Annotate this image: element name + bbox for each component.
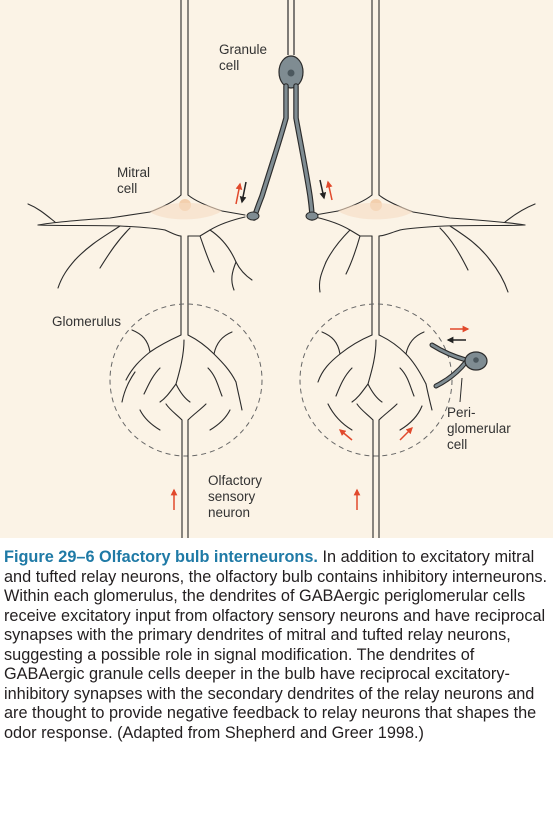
right-mitral-cell	[314, 0, 536, 336]
caption-body: In addition to excitatory mitral and tuf…	[4, 548, 548, 742]
signal-arrows	[170, 179, 470, 510]
olfactory-label-line2: sensory	[208, 489, 256, 504]
periglomerular-label-line1: Peri-	[447, 405, 476, 420]
figure-panel: Granule cell Mitral cell Glomerulus Olfa…	[0, 0, 553, 538]
mitral-cell-label-line2: cell	[117, 181, 138, 196]
olfactory-bulb-diagram	[27, 0, 536, 538]
left-glomerulus-tuft	[121, 329, 243, 441]
figure-title: Olfactory bulb interneurons.	[99, 548, 318, 566]
right-mitral-soma	[338, 202, 413, 220]
right-glomerulus-outline	[299, 303, 453, 457]
figure-caption: Figure 29–6 Olfactory bulb interneurons.…	[4, 548, 550, 743]
granule-cell	[246, 0, 319, 221]
arrow-up-left-granule	[235, 182, 243, 205]
right-glomerulus-tuft	[317, 331, 433, 441]
arrow-down-left-granule	[239, 181, 247, 204]
left-mitral-soma	[150, 202, 222, 220]
left-mitral-cell	[27, 0, 253, 336]
arrow-right-glom-right	[399, 427, 413, 441]
granule-cell-label: Granule cell	[219, 42, 267, 74]
mitral-cell-label-line1: Mitral	[117, 165, 150, 180]
granule-cell-label-line2: cell	[219, 58, 240, 73]
arrow-right-glom-left	[338, 429, 353, 441]
figure-number: Figure 29–6	[4, 548, 95, 566]
left-olfactory-axon	[181, 440, 189, 538]
periglomerular-label-line2: glomerular	[447, 421, 511, 436]
right-olfactory-axon	[372, 440, 380, 538]
olfactory-sensory-neuron-label: Olfactory sensory neuron	[208, 473, 262, 521]
olfactory-label-line1: Olfactory	[208, 473, 263, 488]
arrow-down-right-granule	[319, 179, 327, 200]
periglomerular-cell	[429, 342, 488, 403]
arrow-up-right-granule	[325, 180, 333, 201]
glomerulus-label: Glomerulus	[52, 314, 122, 329]
olfactory-label-line3: neuron	[208, 505, 251, 520]
granule-cell-label-line1: Granule	[219, 42, 268, 57]
periglomerular-label-line3: cell	[447, 437, 468, 452]
periglomerular-cell-label: Peri- glomerular cell	[447, 405, 511, 453]
mitral-cell-label: Mitral cell	[117, 165, 150, 197]
left-glomerulus-outline	[109, 303, 263, 457]
